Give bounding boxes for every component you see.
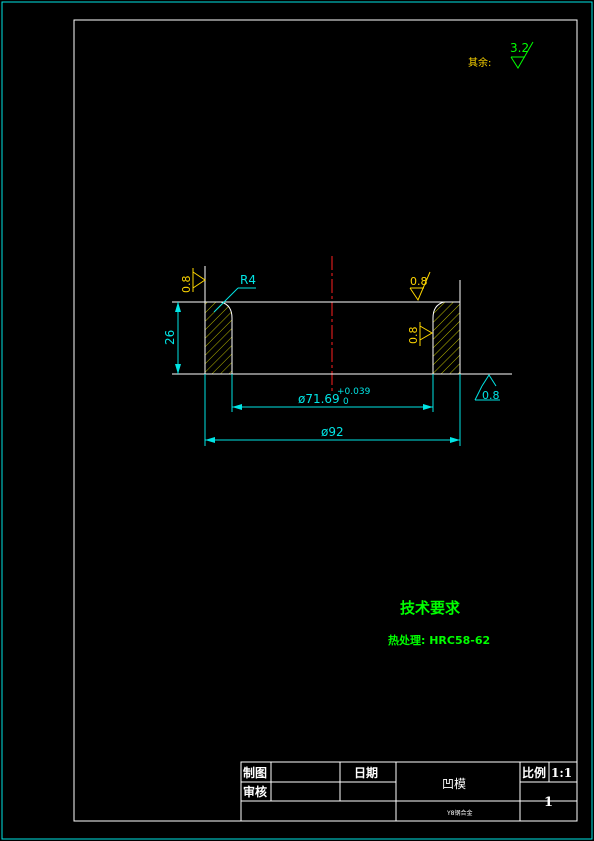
drawn-label: 制图 bbox=[243, 765, 267, 780]
outer-diameter-text: ø92 bbox=[321, 425, 344, 439]
part-name: 凹模 bbox=[442, 777, 466, 791]
inner-diameter-text: ø71.69 bbox=[298, 392, 340, 406]
roughness-other-label: 其余: bbox=[468, 56, 491, 69]
roughness-top-left-value: 0.8 bbox=[180, 276, 193, 294]
left-wall-section bbox=[204, 301, 233, 375]
check-label: 审核 bbox=[243, 784, 267, 799]
height-dim-text: 26 bbox=[163, 330, 177, 345]
roughness-inner: 0.8 bbox=[407, 322, 433, 346]
heat-treatment-text: 热处理: HRC58-62 bbox=[388, 633, 490, 647]
title-block: 制图 日期 审核 凹模 比例 1:1 1 Y8钢合金 bbox=[240, 761, 578, 822]
part-section bbox=[172, 301, 512, 375]
roughness-other-value: 3.2 bbox=[510, 41, 529, 55]
fillet-radius-callout: R4 bbox=[213, 273, 256, 313]
height-dimension: 26 bbox=[163, 302, 181, 374]
roughness-other-symbol bbox=[510, 41, 534, 69]
inner-diameter-tol-upper: +0.039 bbox=[337, 387, 371, 397]
roughness-other: 其余: 3.2 bbox=[468, 41, 534, 69]
inner-frame bbox=[73, 19, 578, 822]
roughness-inner-value: 0.8 bbox=[407, 327, 420, 345]
inner-diameter-tol-lower: 0 bbox=[343, 397, 349, 407]
sheet-number: 1 bbox=[544, 795, 553, 810]
scale-label: 比例 bbox=[522, 765, 546, 780]
material-text: Y8钢合金 bbox=[446, 809, 472, 817]
inner-diameter-dimension: ø71.69 +0.039 0 bbox=[231, 374, 434, 412]
outer-diameter-dimension: ø92 bbox=[204, 374, 461, 446]
roughness-bottom-value: 0.8 bbox=[482, 389, 500, 402]
roughness-top-right: 0.8 bbox=[409, 271, 461, 302]
roughness-top-left: 0.8 bbox=[180, 266, 206, 302]
right-wall-section bbox=[432, 301, 461, 375]
roughness-bottom: 0.8 bbox=[474, 374, 500, 402]
roughness-top-right-value: 0.8 bbox=[410, 275, 428, 288]
fillet-radius-text: R4 bbox=[240, 273, 256, 287]
scale-value: 1:1 bbox=[551, 766, 572, 780]
date-label: 日期 bbox=[354, 765, 378, 780]
tech-requirements-title: 技术要求 bbox=[400, 599, 461, 617]
